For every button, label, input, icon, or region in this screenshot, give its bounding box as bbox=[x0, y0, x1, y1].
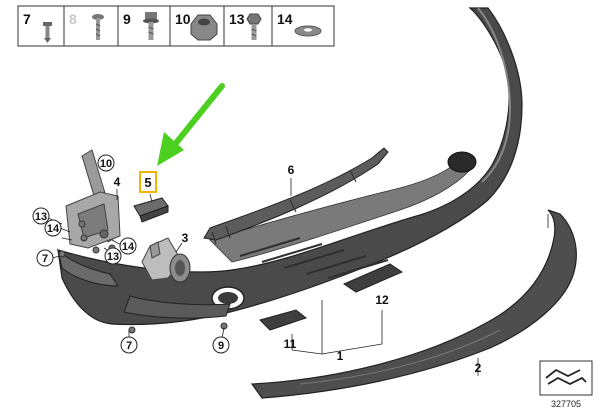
callout-text: 3 bbox=[182, 231, 189, 245]
washer-icon bbox=[294, 25, 322, 37]
callout-5-highlighted[interactable]: 5 bbox=[139, 171, 157, 193]
callout-text: 4 bbox=[114, 175, 121, 189]
callout-text: 10 bbox=[100, 158, 112, 170]
diagram-reference-box: 327705 bbox=[539, 360, 593, 409]
callout-text: 13 bbox=[35, 211, 47, 223]
diffuser-trim-strip bbox=[250, 209, 577, 399]
callout-13-a[interactable]: 13 bbox=[32, 207, 50, 225]
callout-9[interactable]: 9 bbox=[212, 336, 230, 354]
bracket-part-5 bbox=[133, 197, 169, 223]
callout-7-a[interactable]: 7 bbox=[36, 249, 54, 267]
rear-bumper-carrier bbox=[57, 7, 523, 326]
fastener-legend: 7 8 9 bbox=[17, 5, 335, 47]
screw-icon bbox=[92, 14, 104, 40]
callout-4[interactable]: 4 bbox=[114, 175, 121, 189]
legend-item-13[interactable]: 13 bbox=[229, 11, 262, 40]
hex-bolt-icon bbox=[246, 13, 262, 40]
callout-text: 14 bbox=[47, 223, 60, 235]
callout-13-b[interactable]: 13 bbox=[104, 247, 122, 265]
callout-1[interactable]: 1 bbox=[337, 349, 344, 363]
legend-item-8[interactable]: 8 bbox=[69, 11, 104, 40]
callout-text: 1 bbox=[337, 349, 344, 363]
callout-14-a[interactable]: 14 bbox=[44, 219, 62, 237]
callout-text: 7 bbox=[42, 253, 48, 265]
reference-symbol-icon bbox=[545, 368, 587, 386]
legend-number: 14 bbox=[277, 11, 293, 27]
callout-12[interactable]: 12 bbox=[375, 293, 389, 307]
callout-6[interactable]: 6 bbox=[288, 163, 295, 177]
reflector-part-12 bbox=[342, 263, 404, 293]
callout-labels: 10 4 5 6 3 13 14 14 bbox=[32, 154, 482, 375]
legend-number: 8 bbox=[69, 11, 77, 27]
callout-14-b[interactable]: 14 bbox=[119, 237, 137, 255]
legend-number: 13 bbox=[229, 11, 245, 27]
callout-text: 7 bbox=[126, 340, 132, 352]
callout-3[interactable]: 3 bbox=[182, 231, 189, 245]
legend-item-14[interactable]: 14 bbox=[277, 11, 322, 37]
push-rivet-icon bbox=[43, 22, 52, 43]
legend-number: 7 bbox=[23, 11, 31, 27]
callout-text: 2 bbox=[475, 361, 482, 375]
callout-text: 9 bbox=[218, 340, 224, 352]
callout-text: 5 bbox=[144, 175, 151, 190]
diagram-number: 327705 bbox=[551, 399, 581, 409]
callout-2[interactable]: 2 bbox=[475, 361, 482, 375]
reflector-part-11 bbox=[259, 309, 308, 331]
legend-item-7[interactable]: 7 bbox=[23, 11, 52, 43]
callout-text: 12 bbox=[375, 293, 389, 307]
callout-text: 11 bbox=[284, 337, 297, 351]
legend-number: 9 bbox=[123, 11, 131, 27]
callout-text: 14 bbox=[122, 241, 135, 253]
callout-11[interactable]: 11 bbox=[284, 337, 297, 351]
hex-nut-icon bbox=[190, 14, 218, 41]
callout-text: 6 bbox=[288, 163, 295, 177]
flange-bolt-icon bbox=[143, 12, 159, 40]
exhaust-tip-part-3 bbox=[141, 237, 191, 283]
highlight-arrow bbox=[157, 83, 225, 166]
legend-item-10[interactable]: 10 bbox=[175, 11, 218, 41]
callout-10[interactable]: 10 bbox=[97, 154, 115, 172]
side-bracket-part-4 bbox=[65, 149, 121, 249]
legend-number: 10 bbox=[175, 11, 191, 27]
callout-text: 13 bbox=[107, 251, 119, 263]
callout-7-b[interactable]: 7 bbox=[120, 336, 138, 354]
legend-item-9[interactable]: 9 bbox=[123, 11, 159, 40]
bracket-strip-part-6 bbox=[203, 147, 389, 245]
